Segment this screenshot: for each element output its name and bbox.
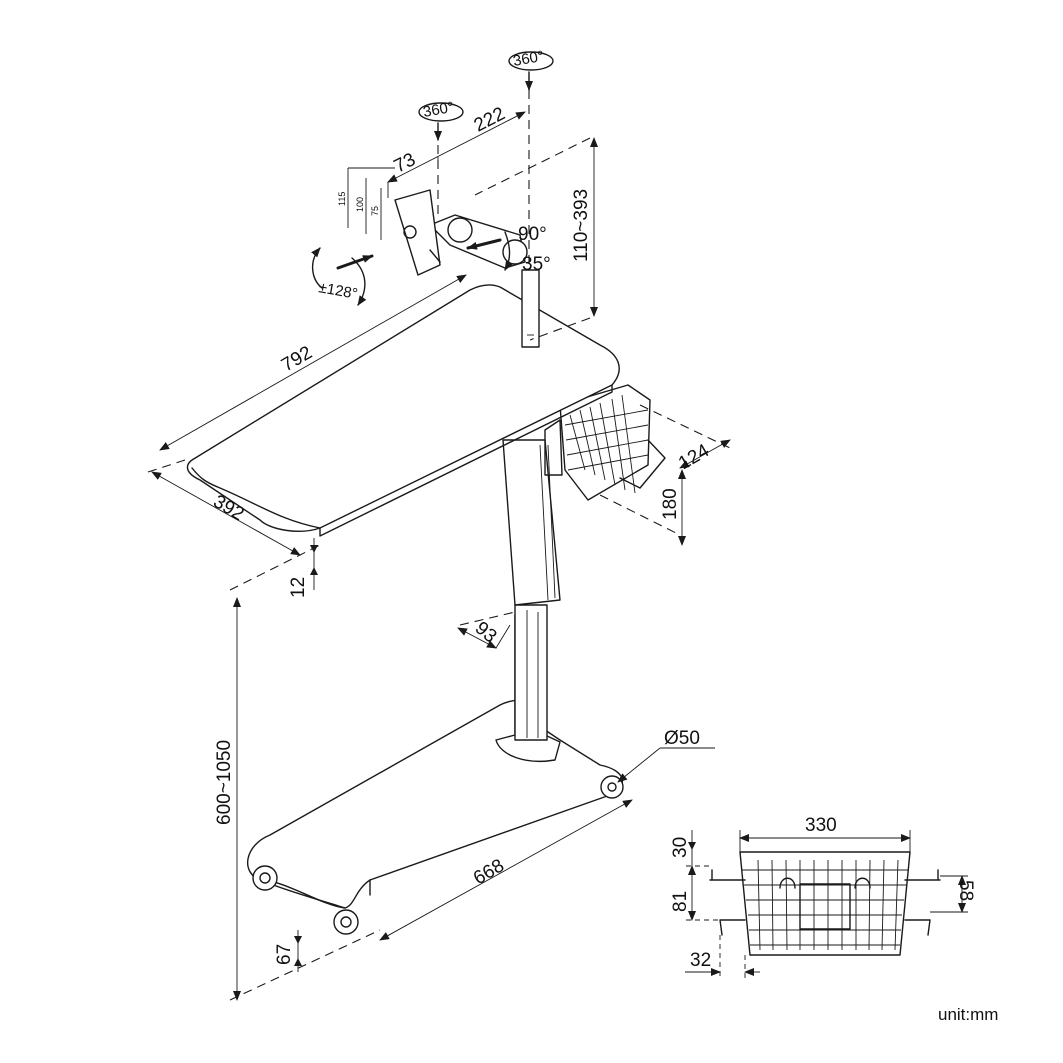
dimension-180: 180 (660, 469, 686, 546)
dimension-110-393: 110~393 (571, 137, 598, 317)
side-basket (544, 384, 666, 501)
swivel-indicator: ±128° (311, 247, 374, 306)
monitor-pole (521, 269, 540, 348)
label-column-width: 93 (471, 618, 501, 648)
label-vesa-75: 75 (370, 206, 380, 216)
label-base-length: 668 (470, 855, 508, 889)
caster-rear-right (600, 775, 624, 799)
reference-lines (147, 75, 731, 1001)
label-arm-length: 222 (471, 103, 509, 136)
label-rotation-top: 360° (512, 48, 546, 70)
label-basket-height: 180 (660, 488, 681, 520)
dimension-30: 30 (670, 830, 710, 867)
label-rotation-mid: 360° (422, 99, 456, 121)
label-swivel: ±128° (317, 279, 359, 303)
unit-label: unit:mm (938, 1005, 998, 1024)
label-tilt-35: 35° (522, 254, 551, 275)
dimension-12: 12 (288, 538, 318, 598)
caster-front-right (333, 909, 359, 935)
cart-base (247, 699, 623, 909)
label-vesa-100: 100 (355, 197, 365, 212)
label-top-length: 792 (278, 342, 316, 376)
dimension-32: 32 (685, 935, 760, 980)
lift-column (495, 439, 561, 762)
label-arm-offset: 73 (391, 149, 419, 177)
label-top-thickness: 12 (288, 577, 309, 598)
label-vesa-115: 115 (337, 192, 347, 206)
basket-front-view (709, 851, 941, 956)
label-caster-diameter: Ø50 (664, 728, 700, 749)
label-base-height: 67 (274, 944, 295, 965)
dimension-600-1050: 600~1050 (214, 597, 241, 1001)
monitor-arm (394, 189, 528, 276)
rotation-symbol-top: 360° (508, 48, 554, 91)
label-tilt-90: 90° (518, 224, 547, 245)
rotation-symbol-mid: 360° (418, 99, 464, 141)
dimension-vesa: 115 100 75 (337, 167, 395, 240)
label-basket-top: 30 (670, 837, 691, 858)
label-basket-mid: 81 (670, 891, 691, 912)
dimension-81: 81 (670, 865, 720, 921)
label-mount-height: 110~393 (571, 189, 592, 262)
dimension-58: 58 (930, 875, 976, 913)
label-basket-width: 330 (805, 815, 837, 836)
dimension-124: 124 (675, 439, 731, 474)
dimension-222-73: 222 73 (387, 103, 526, 198)
label-basket-side: 32 (690, 950, 711, 971)
dimension-330: 330 (739, 815, 911, 852)
tilt-indicator: 90° 35° (466, 224, 551, 275)
caster-front-left (252, 865, 278, 891)
label-basket-hook: 58 (955, 880, 976, 901)
dimension-93: 93 (457, 618, 511, 649)
table-top (186, 284, 620, 537)
label-table-height: 600~1050 (214, 740, 235, 825)
label-basket-depth: 124 (675, 440, 713, 474)
dimension-67: 67 (274, 930, 302, 972)
dimension-diameter-50: Ø50 (617, 728, 715, 783)
